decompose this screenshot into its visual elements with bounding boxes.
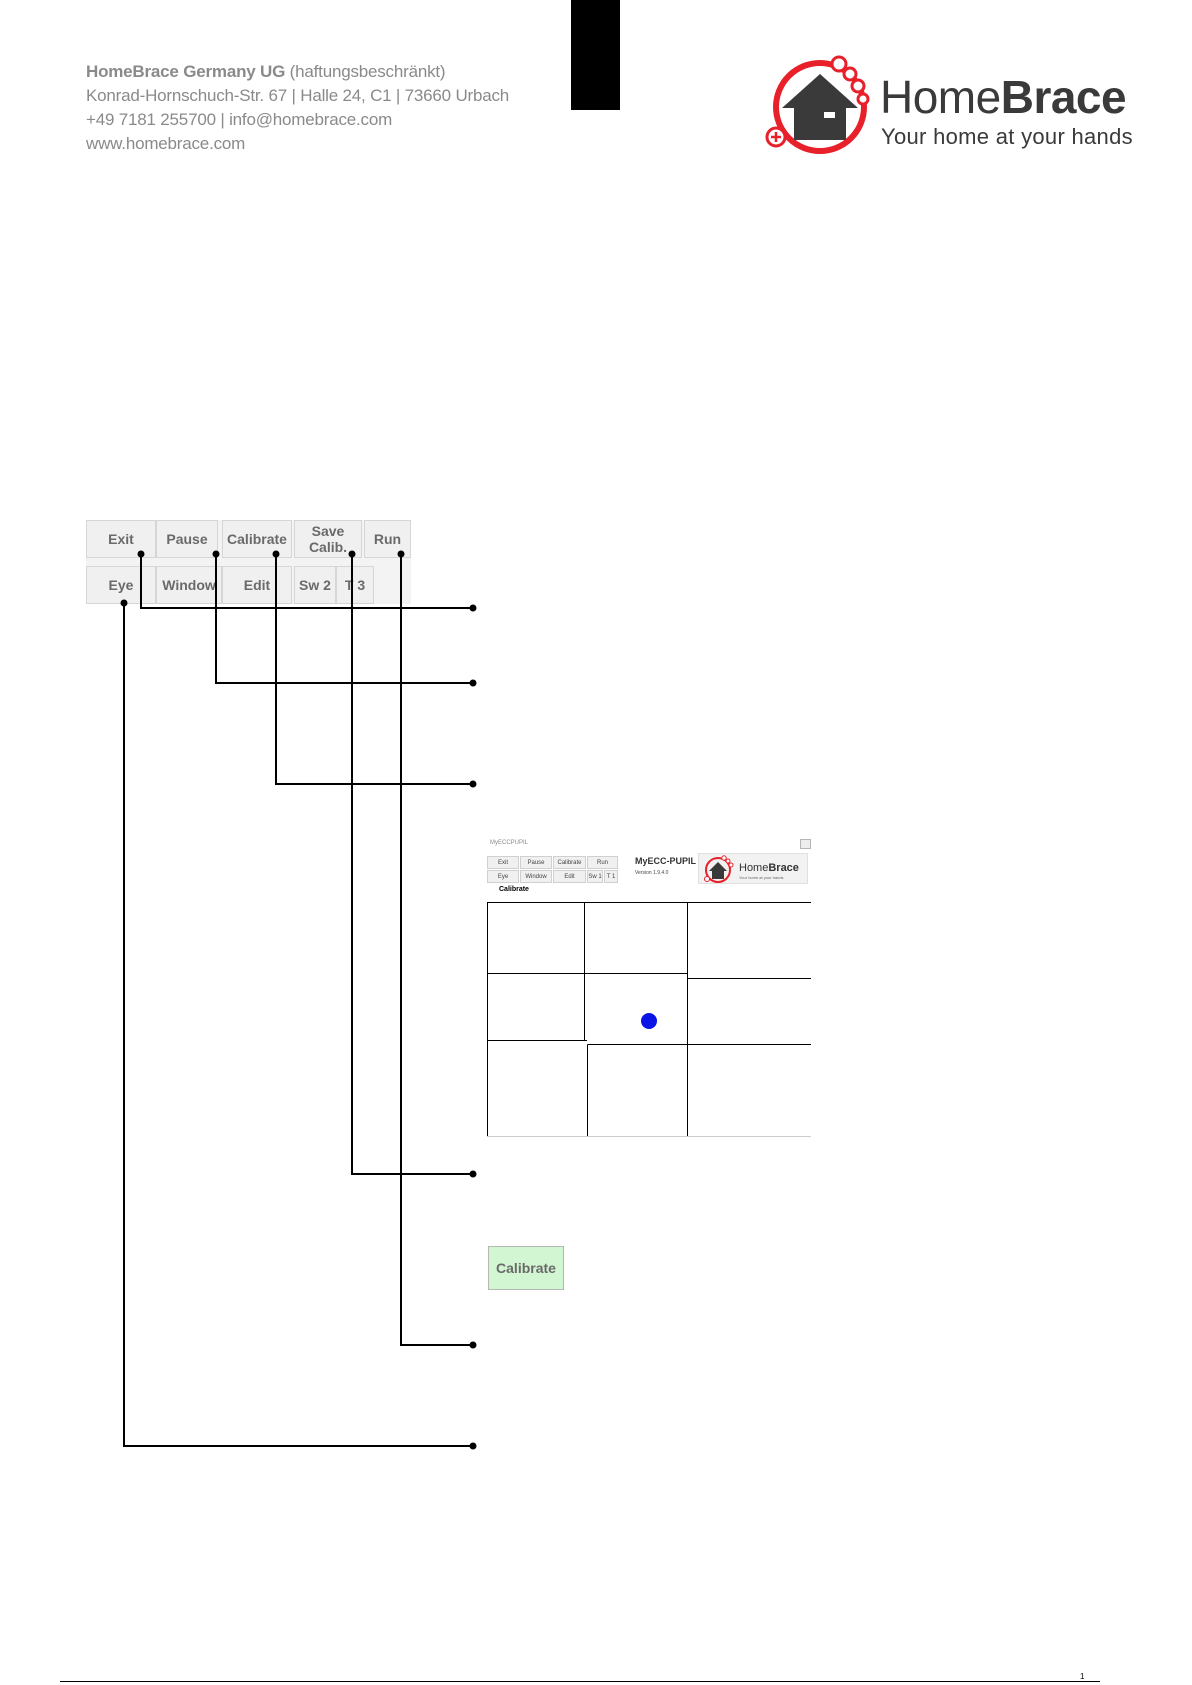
switch-2-button[interactable]: Sw 2 xyxy=(294,566,336,604)
app-switch-1-button[interactable]: Sw 1 xyxy=(587,870,603,883)
app-window-title: MyECCPUPIL xyxy=(490,840,529,846)
calibration-grid xyxy=(487,902,811,1137)
logo-name-bold: Brace xyxy=(1000,71,1127,123)
app-run-button[interactable]: Run xyxy=(587,856,618,869)
grid-cell-top-center xyxy=(584,902,688,974)
app-logo-tagline: Your home at your hands xyxy=(739,875,784,880)
logo-tagline: Your home at your hands xyxy=(881,124,1133,149)
black-bar xyxy=(571,0,620,110)
footer-rule xyxy=(60,1681,1100,1682)
timer-3-button[interactable]: T 3 xyxy=(336,566,374,604)
app-timer-1-button[interactable]: T 1 xyxy=(604,870,618,883)
window-button[interactable]: Window xyxy=(156,566,222,604)
eye-connector xyxy=(123,603,473,1447)
app-calibrate-button[interactable]: Calibrate xyxy=(553,856,586,869)
save-calib-connector xyxy=(351,554,473,1175)
app-name: MyECC-PUPIL xyxy=(635,856,697,866)
calibrate-connector xyxy=(275,554,473,785)
calibrate-button[interactable]: Calibrate xyxy=(222,520,292,558)
calibrate-active-button[interactable]: Calibrate xyxy=(488,1246,564,1290)
edit-button[interactable]: Edit xyxy=(222,566,292,604)
grid-cell-middle-left xyxy=(487,973,585,1041)
logo-mark-icon xyxy=(765,55,870,154)
footer-mark: 1 xyxy=(1080,1672,1085,1681)
pause-connector xyxy=(215,554,473,684)
eye-button[interactable]: Eye xyxy=(86,566,156,604)
app-pause-button[interactable]: Pause xyxy=(520,856,552,869)
calibration-target-dot xyxy=(641,1013,657,1029)
app-logo: HomeBrace Your home at your hands xyxy=(698,853,808,884)
app-version: Version 1.9.4.0 xyxy=(635,870,669,876)
app-window-button[interactable]: Window xyxy=(520,870,552,883)
app-logo-icon xyxy=(704,855,734,883)
app-exit-button[interactable]: Exit xyxy=(487,856,519,869)
company-suffix: (haftungsbeschränkt) xyxy=(289,62,446,81)
company-contact: +49 7181 255700 | info@homebrace.com xyxy=(86,110,393,129)
company-info: HomeBrace Germany UG (haftungsbeschränkt… xyxy=(86,60,509,156)
grid-cell-top-left xyxy=(487,902,585,974)
pause-button[interactable]: Pause xyxy=(156,520,218,558)
logo-name-light: Home xyxy=(880,71,1001,123)
run-connector xyxy=(400,554,473,1346)
app-edit-button[interactable]: Edit xyxy=(553,870,586,883)
homebrace-logo: HomeBrace Your home at your hands xyxy=(762,54,1142,160)
company-name-line: HomeBrace Germany UG (haftungsbeschränkt… xyxy=(86,60,509,84)
exit-connector xyxy=(140,554,473,609)
exit-button[interactable]: Exit xyxy=(86,520,156,558)
company-website: www.homebrace.com xyxy=(86,134,246,153)
app-mode-label: Calibrate xyxy=(499,886,529,893)
app-logo-wordmark: HomeBrace xyxy=(739,862,799,874)
app-preview-screenshot: MyECCPUPIL Exit Pause Calibrate Run Eye … xyxy=(487,837,811,1137)
close-icon[interactable] xyxy=(800,839,811,849)
company-address: Konrad-Hornschuch-Str. 67 | Halle 24, C1… xyxy=(86,86,510,105)
logo-wordmark: HomeBrace xyxy=(880,71,1127,123)
company-name: HomeBrace Germany UG xyxy=(86,62,286,81)
app-eye-button[interactable]: Eye xyxy=(487,870,519,883)
